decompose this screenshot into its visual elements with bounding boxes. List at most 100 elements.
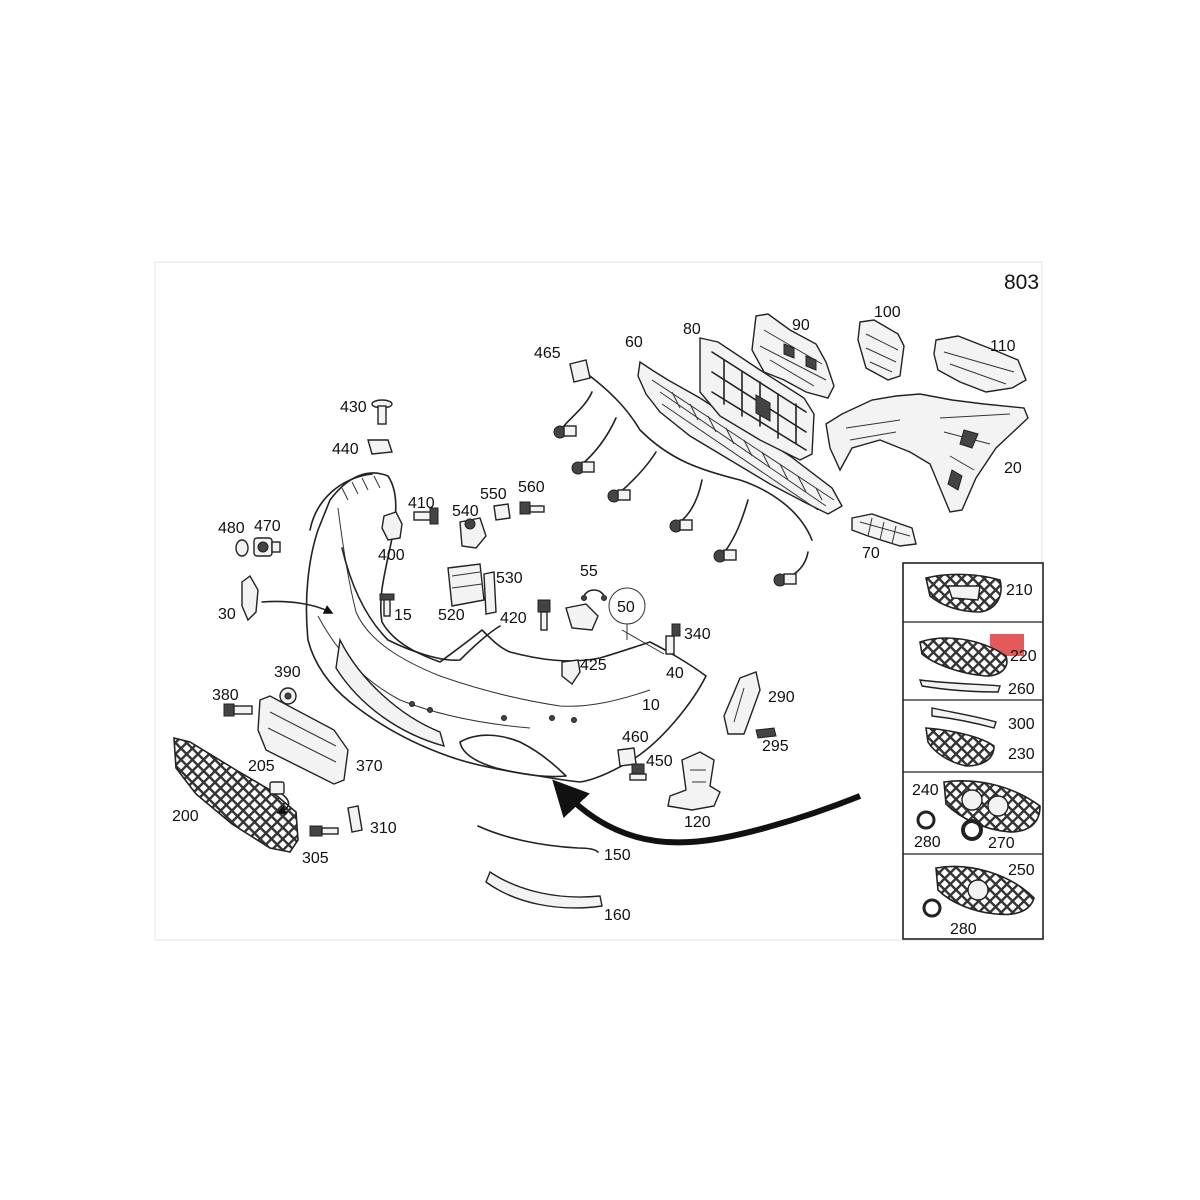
callout-540: 540 xyxy=(452,503,479,520)
callout-520: 520 xyxy=(438,607,465,624)
callout-380: 380 xyxy=(212,687,239,704)
callout-280-b: 280 xyxy=(950,921,977,938)
trim-strip-part-260 xyxy=(918,679,1001,693)
callout-55: 55 xyxy=(580,563,598,580)
bolt-part-410 xyxy=(413,507,439,525)
callout-460: 460 xyxy=(622,729,649,746)
trim-part-300 xyxy=(931,707,997,729)
callout-260: 260 xyxy=(1008,681,1035,698)
callout-240: 240 xyxy=(912,782,939,799)
callout-480: 480 xyxy=(218,520,245,537)
callout-440: 440 xyxy=(332,441,359,458)
parking-sensor-connector-6 xyxy=(773,573,797,587)
lower-grille-part-200 xyxy=(173,736,299,853)
callout-425: 425 xyxy=(580,657,607,674)
grille-insert-part-220 xyxy=(919,637,1008,677)
trim-strip-part-160 xyxy=(485,870,603,909)
callout-110: 110 xyxy=(990,338,1016,355)
callout-200: 200 xyxy=(172,808,199,825)
callout-90: 90 xyxy=(792,317,810,334)
nut-part-460 xyxy=(617,747,637,767)
screw-part-305 xyxy=(309,825,339,837)
screw-part-420 xyxy=(537,599,551,631)
screw-part-380 xyxy=(223,703,253,717)
sensor-holes xyxy=(409,701,577,723)
bracket-part-120 xyxy=(667,751,721,811)
grille-insert-part-210 xyxy=(925,573,1002,613)
callout-15: 15 xyxy=(394,607,412,624)
callout-10: 10 xyxy=(642,697,660,714)
screw-part-430 xyxy=(371,399,393,425)
callout-430: 430 xyxy=(340,399,367,416)
callout-60: 60 xyxy=(625,334,643,351)
callout-420: 420 xyxy=(500,610,527,627)
bracket-part-530 xyxy=(483,571,497,615)
callout-230: 230 xyxy=(1008,746,1035,763)
callout-370: 370 xyxy=(356,758,383,775)
strip-part-40 xyxy=(621,629,665,655)
side-bracket-part-20 xyxy=(825,393,1029,513)
arrow-part-205 xyxy=(276,793,290,815)
ring-part-480 xyxy=(235,539,249,557)
callout-465: 465 xyxy=(534,345,561,362)
callout-410: 410 xyxy=(408,495,435,512)
parking-sensor-connector-3 xyxy=(607,489,631,503)
callout-280-a: 280 xyxy=(914,834,941,851)
sensor-part-470 xyxy=(253,537,281,557)
arrow-part-30 xyxy=(261,600,334,614)
bracket-part-205 xyxy=(269,781,285,795)
callout-205: 205 xyxy=(248,758,275,775)
grille-insert-part-230 xyxy=(925,727,995,767)
callout-470: 470 xyxy=(254,518,281,535)
control-unit-part-520 xyxy=(447,563,485,607)
callout-390: 390 xyxy=(274,664,301,681)
callout-530: 530 xyxy=(496,570,523,587)
clip-part-295 xyxy=(755,727,777,739)
trim-part-290 xyxy=(723,671,761,735)
callout-160: 160 xyxy=(604,907,631,924)
bumper-cover-part-10 xyxy=(305,472,707,783)
screw-part-560 xyxy=(519,501,545,515)
callout-450: 450 xyxy=(646,753,673,770)
callout-300: 300 xyxy=(1008,716,1035,733)
parking-sensor-connector-1 xyxy=(553,425,577,439)
clip-part-400 xyxy=(381,511,403,541)
clip-part-310 xyxy=(347,805,363,833)
wiring-harness-part-465 xyxy=(553,359,813,587)
callout-120: 120 xyxy=(684,814,711,831)
parking-sensor-connector-2 xyxy=(571,461,595,475)
nut-part-440 xyxy=(367,439,393,455)
bracket-part-50 xyxy=(565,603,599,631)
air-duct-part-110 xyxy=(933,335,1027,393)
callout-220: 220 xyxy=(1010,648,1037,665)
grille-insert-part-250 xyxy=(935,865,1035,916)
callout-150: 150 xyxy=(604,847,631,864)
reflector-part-30 xyxy=(241,574,259,622)
callout-340: 340 xyxy=(684,626,711,643)
lower-bracket-part-70 xyxy=(851,513,917,547)
callout-20: 20 xyxy=(1004,460,1022,477)
clip-part-425 xyxy=(561,659,581,686)
callout-295: 295 xyxy=(762,738,789,755)
sensor-part-540 xyxy=(459,517,487,549)
clip-part-55 xyxy=(581,589,607,601)
callout-100: 100 xyxy=(874,304,901,321)
parking-sensor-connector-5 xyxy=(713,549,737,563)
callout-70: 70 xyxy=(862,545,880,562)
callout-270: 270 xyxy=(988,835,1015,852)
energy-absorber-part-60 xyxy=(637,360,843,515)
arrow-to-bumper xyxy=(552,779,862,846)
callout-30: 30 xyxy=(218,606,236,623)
bracket-part-100 xyxy=(857,319,905,381)
callout-210: 210 xyxy=(1006,582,1033,599)
page-number: 803 xyxy=(1004,271,1039,294)
callout-305: 305 xyxy=(302,850,329,867)
callout-310: 310 xyxy=(370,820,397,837)
callout-50: 50 xyxy=(617,599,635,616)
callout-400: 400 xyxy=(378,547,405,564)
bumper-reinforcement-part-80 xyxy=(699,337,815,461)
ring-part-270 xyxy=(961,819,983,841)
ring-part-280-a xyxy=(916,810,936,830)
grille-insert-part-240 xyxy=(943,780,1041,833)
